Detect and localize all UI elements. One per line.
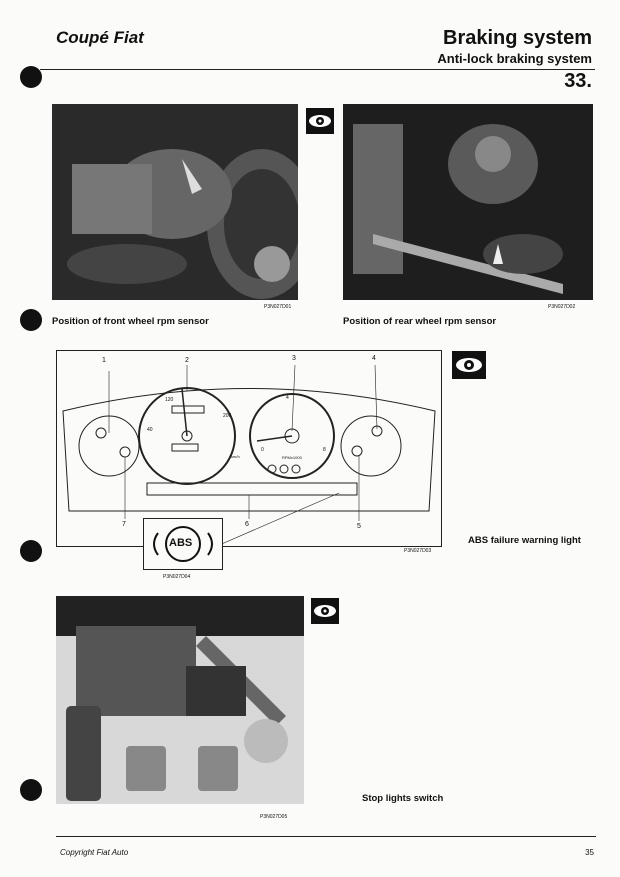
footer-page-number: 35: [585, 848, 594, 857]
abs-warning-light-inset: ABS: [143, 518, 223, 570]
rpm-tick-4: 4: [286, 395, 289, 401]
speed-tick-200: 200: [223, 413, 232, 419]
callout-7: 7: [122, 521, 126, 528]
footer-copyright: Copyright Fiat Auto: [60, 848, 129, 857]
brand: Coupé Fiat: [56, 28, 144, 47]
figure-code: P3N027D03: [404, 548, 432, 554]
figure-caption: Position of front wheel rpm sensor: [52, 316, 209, 327]
callout-4: 4: [372, 355, 376, 362]
rpm-tick-0: 0: [261, 447, 264, 453]
speed-unit: km/h: [231, 454, 240, 459]
page-title: Braking system: [443, 27, 592, 49]
callout-5: 5: [357, 523, 361, 530]
section-number: 33.: [564, 70, 592, 92]
front-wheel-photo: [52, 104, 298, 300]
speed-tick-40: 40: [147, 427, 153, 433]
callout-2: 2: [185, 357, 189, 364]
eye-icon: [306, 108, 334, 134]
figure-caption: Stop lights switch: [362, 793, 444, 804]
page-subtitle: Anti-lock braking system: [437, 51, 592, 66]
speed-tick-120: 120: [165, 397, 174, 403]
figure-caption: Position of rear wheel rpm sensor: [343, 316, 497, 327]
callout-3: 3: [292, 355, 296, 362]
figure-code: P3N027D04: [163, 574, 191, 580]
punch-hole: [20, 66, 42, 88]
punch-hole: [20, 540, 42, 562]
rpm-tick-8: 8: [323, 447, 326, 453]
figure-code: P3N027D01: [264, 304, 292, 310]
header-rule: [40, 69, 595, 70]
figure-code: P3N027D02: [548, 304, 576, 310]
punch-hole: [20, 309, 42, 331]
figure-caption: ABS failure warning light: [468, 535, 581, 546]
eye-icon: [452, 351, 486, 379]
rpm-unit: RPMx1000: [282, 455, 302, 460]
footer-rule: [56, 836, 596, 837]
stop-lights-switch-photo: [56, 596, 304, 804]
callout-6: 6: [245, 521, 249, 528]
rear-wheel-photo: [343, 104, 593, 300]
callout-1: 1: [102, 357, 106, 364]
figure-code: P3N027D05: [260, 814, 288, 820]
abs-label: ABS: [169, 537, 193, 549]
punch-hole: [20, 779, 42, 801]
dashboard-diagram: 1 2 3 4 5 6 7 km/h RPMx1000 120 200 40 4…: [56, 350, 442, 547]
eye-icon: [311, 598, 339, 624]
